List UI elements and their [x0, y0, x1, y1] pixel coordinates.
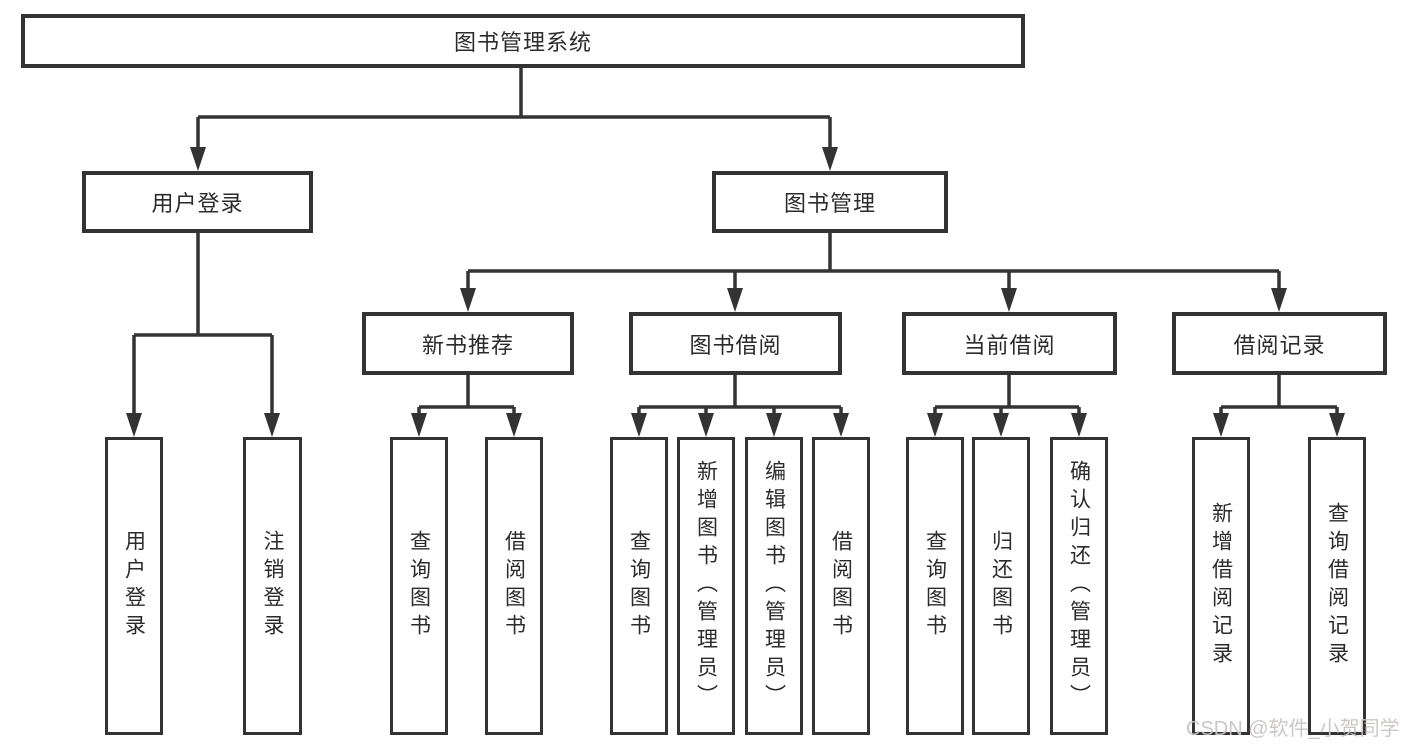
node-book-management: 图书管理: [712, 171, 948, 233]
node-leaf-query-borrow-record: 查询借阅记录: [1308, 437, 1366, 735]
arrowheads: [126, 147, 1345, 437]
node-leaf-query-books-borrowing: 查询图书: [610, 437, 668, 735]
node-book-borrowing: 图书借阅: [629, 312, 842, 375]
node-current-borrowing: 当前借阅: [902, 312, 1117, 375]
csdn-watermark: CSDN @软件_小贺同学: [1186, 718, 1400, 740]
node-new-book-recommend: 新书推荐: [362, 312, 574, 375]
node-leaf-query-books-current: 查询图书: [906, 437, 964, 735]
node-leaf-return-books: 归还图书: [972, 437, 1030, 735]
node-leaf-user-login: 用户登录: [105, 437, 163, 735]
node-leaf-add-borrow-record: 新增借阅记录: [1192, 437, 1250, 735]
node-leaf-borrow-books-recommend: 借阅图书: [485, 437, 543, 735]
node-leaf-add-books-admin: 新增图书（管理员）: [677, 437, 735, 735]
node-leaf-logout: 注销登录: [243, 437, 302, 735]
node-leaf-confirm-return-admin: 确认归还（管理员）: [1050, 437, 1108, 735]
node-leaf-query-books-recommend: 查询图书: [390, 437, 448, 735]
node-user-login: 用户登录: [82, 171, 313, 233]
node-root-system: 图书管理系统: [21, 14, 1025, 68]
node-leaf-edit-books-admin: 编辑图书（管理员）: [745, 437, 803, 735]
node-leaf-borrow-books: 借阅图书: [812, 437, 870, 735]
node-borrowing-records: 借阅记录: [1172, 312, 1387, 375]
